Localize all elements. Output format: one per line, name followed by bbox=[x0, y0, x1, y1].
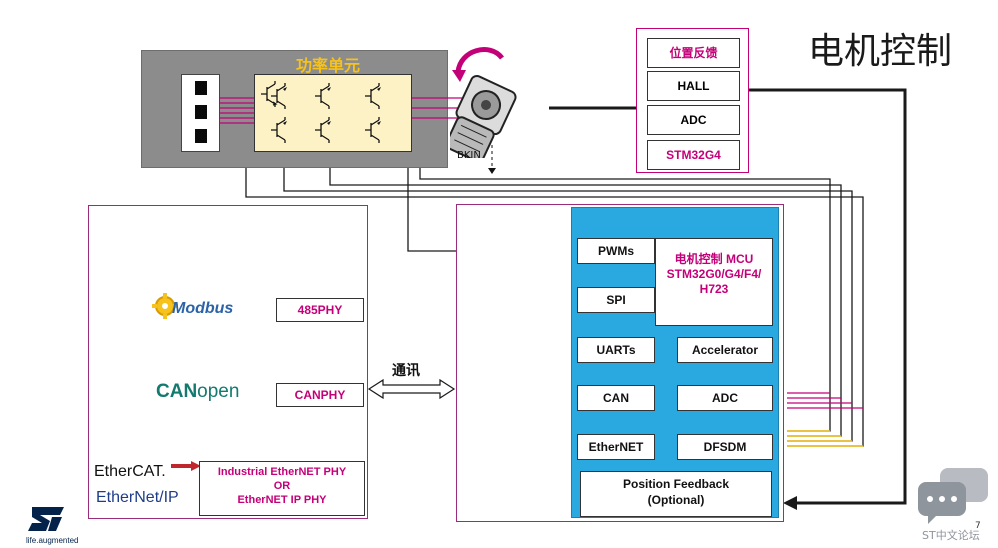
motor-icon bbox=[450, 47, 517, 158]
canopen-logo-bold: CAN bbox=[156, 381, 198, 402]
phy-ethernet-line: Industrial EtherNET PHY bbox=[217, 466, 347, 478]
canopen-logo-light: open bbox=[197, 381, 240, 402]
bkin-label: BKIN bbox=[457, 150, 481, 161]
gate-driver-block bbox=[181, 74, 220, 152]
st-tagline: life.augmented bbox=[26, 536, 79, 545]
ethercat-arrow-icon bbox=[171, 461, 201, 471]
gate-driver-cell bbox=[195, 81, 207, 95]
phy-can: CANPHY bbox=[276, 383, 364, 407]
slide-title: 电机控制 bbox=[808, 31, 953, 72]
power-unit-title: 功率单元 bbox=[296, 58, 361, 75]
ethercat-logo: EtherCAT. bbox=[94, 463, 166, 481]
mcu-title-line: STM32G0/G4/F4/ bbox=[666, 267, 762, 281]
mcu-position-feedback: Position Feedback (Optional) bbox=[580, 471, 772, 517]
gate-driver-cell bbox=[195, 105, 207, 119]
mcu-accelerator: Accelerator bbox=[677, 337, 773, 363]
position-feedback-line: (Optional) bbox=[647, 493, 705, 507]
page-number: 7 bbox=[975, 521, 981, 531]
mcu-spi: SPI bbox=[577, 287, 655, 313]
mcu-pwms: PWMs bbox=[577, 238, 655, 264]
chat-bubbles-icon bbox=[918, 468, 988, 524]
mcu-dfsdm: DFSDM bbox=[677, 434, 773, 460]
power-switch-bank bbox=[254, 74, 412, 152]
canopen-logo: CANopen bbox=[156, 380, 239, 403]
phy-ethernet: Industrial EtherNET PHY OR EtherNET IP P… bbox=[199, 461, 365, 516]
comm-link-label: 通讯 bbox=[392, 362, 420, 378]
modbus-logo bbox=[152, 292, 178, 324]
mcu-can: CAN bbox=[577, 385, 655, 411]
mcu-title-line: 电机控制 MCU bbox=[674, 252, 754, 266]
mcu-ethernet: EtherNET bbox=[577, 434, 655, 460]
mcu-uarts: UARTs bbox=[577, 337, 655, 363]
phy-ethernet-line: OR bbox=[273, 480, 291, 492]
feedback-title: 位置反馈 bbox=[647, 38, 740, 68]
st-logo-icon bbox=[28, 507, 64, 531]
feedback-hall: HALL bbox=[647, 71, 740, 101]
gate-driver-cell bbox=[195, 129, 207, 143]
rotation-arrow-icon bbox=[452, 70, 466, 82]
phy-ethernet-line: EtherNET IP PHY bbox=[237, 494, 327, 506]
position-feedback-line: Position Feedback bbox=[622, 477, 730, 491]
ethernet-ip-logo: EtherNet/IP bbox=[96, 489, 179, 506]
mcu-adc: ADC bbox=[677, 385, 773, 411]
modbus-gear-icon bbox=[152, 293, 178, 319]
igbt-switch-icons bbox=[261, 81, 381, 143]
phy-485: 485PHY bbox=[276, 298, 364, 322]
mcu-title-box: 电机控制 MCU STM32G0/G4/F4/ H723 bbox=[655, 238, 773, 326]
modbus-logo-text: Modbus bbox=[172, 300, 234, 317]
feedback-adc: ADC bbox=[647, 105, 740, 135]
mcu-title-line: H723 bbox=[699, 282, 729, 296]
ethercat-logo-text: EtherCAT. bbox=[94, 463, 166, 480]
watermark-text: ST中文论坛 bbox=[922, 529, 980, 542]
feedback-stm32g4: STM32G4 bbox=[647, 140, 740, 170]
